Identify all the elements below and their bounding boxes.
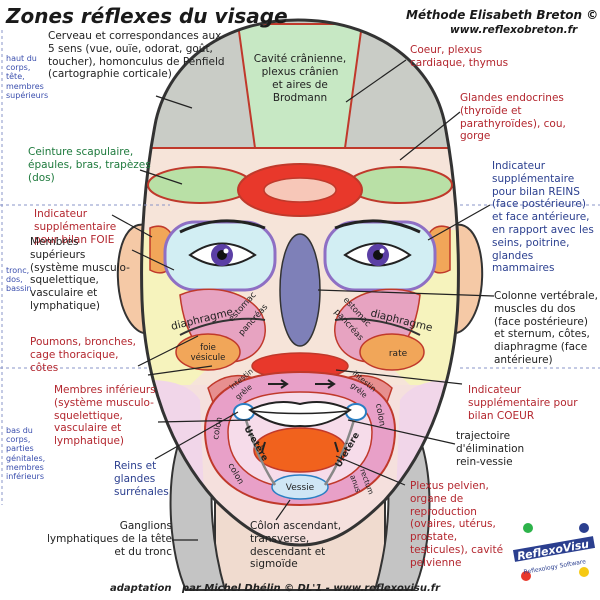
pelvic-zone <box>253 427 347 473</box>
cranial-label-2: plexus crânien <box>262 66 339 78</box>
label-lymph: Ganglions lymphatiques de la tête et du … <box>46 520 172 558</box>
side-label-upper: haut du corps, tête, membres supérieurs <box>6 54 49 100</box>
cranial-label-4: Brodmann <box>273 92 327 104</box>
colon-right-label: colon <box>373 403 387 427</box>
method-credit: Méthode Elisabeth Breton © <box>406 8 599 22</box>
cranial-label-1: Cavité crânienne, <box>254 53 346 65</box>
side-label-lower: bas du corps, parties génitales, membres… <box>6 426 46 481</box>
shoulder-zone-right <box>347 166 453 204</box>
heart-zone-center <box>263 177 337 203</box>
colon-left-label: colon <box>211 416 225 440</box>
label-brain: Cerveau et correspondances aux 5 sens (v… <box>48 30 225 81</box>
liver-gall-label-2: vésicule <box>191 352 226 363</box>
label-kidneys: Reins et glandes surrénales <box>114 460 169 498</box>
label-lungs: Poumons, bronches, cage thoracique, côte… <box>30 336 137 374</box>
label-endocrine: Glandes endocrines (thyroïde et parathyr… <box>460 92 566 143</box>
liver-gall-zone <box>175 333 241 371</box>
label-liver-indicator: Indicateur supplémentaire pour bilan FOI… <box>34 208 117 246</box>
side-label-middle: tronc, dos, bassin <box>6 266 32 294</box>
label-shoulders: Ceinture scapulaire, épaules, bras, trap… <box>28 146 151 184</box>
label-colon: Côlon ascendant, transverse, descendant … <box>250 520 342 571</box>
bladder-zone <box>271 474 329 500</box>
page-title: Zones réflexes du visage <box>6 4 288 28</box>
bladder-label: Vessie <box>286 483 315 493</box>
svg-text:Reflexology Software: Reflexology Software <box>523 558 587 576</box>
cranial-label-3: et aires de <box>272 79 328 91</box>
label-lower-limbs: Membres inférieurs (système musculo-sque… <box>54 384 156 448</box>
label-trajectory: trajectoire d'élimination rein-vessie <box>456 430 525 468</box>
website-link[interactable]: www.reflexobreton.fr <box>450 24 578 36</box>
label-upper-limbs: Membres supérieurs (système musculo-sque… <box>30 236 130 312</box>
label-kidney-indicator: Indicateur supplémentaire pour bilan REI… <box>492 160 594 275</box>
spleen-zone <box>359 333 425 371</box>
spine-zone <box>279 233 321 347</box>
spleen-label: rate <box>389 349 408 359</box>
reflexovisu-logo: ReflexoVisu Reflexology Software <box>512 523 596 581</box>
label-heart: Coeur, plexus cardiaque, thymus <box>410 44 509 69</box>
credits-footer: adaptation par Michel Dhélin © DL'1 - ww… <box>110 583 441 594</box>
label-pelvic: Plexus pelvien, organe de reproduction (… <box>410 480 504 569</box>
label-spine: Colonne vertébrale, muscles du dos (face… <box>494 290 598 366</box>
kidney-zone-right <box>345 403 367 421</box>
liver-gall-label-1: foie <box>200 343 216 353</box>
label-heart-indicator: Indicateur supplémentaire pour bilan COE… <box>468 384 578 422</box>
